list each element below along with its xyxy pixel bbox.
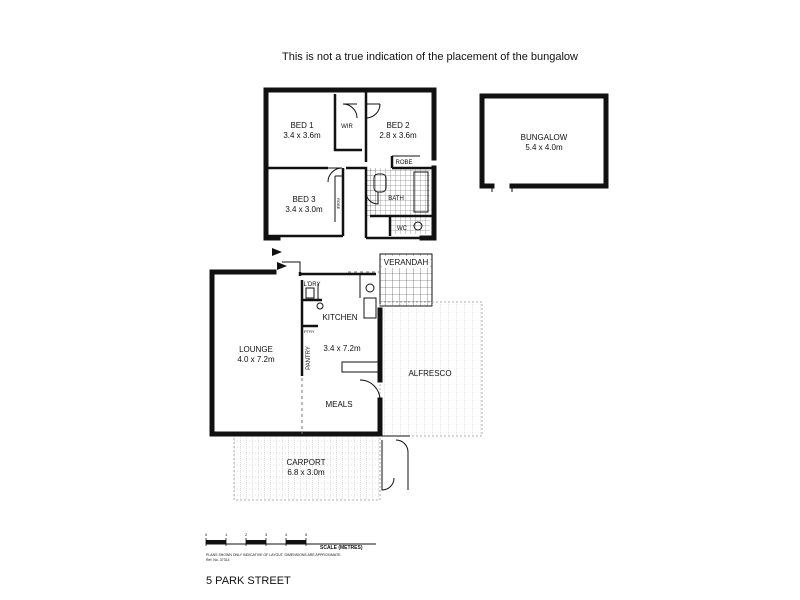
wc-label: WC [397,226,408,232]
bed2-size: 2.8 x 3.6m [379,131,417,140]
carport-area [233,435,381,501]
wc-tiles [390,216,430,234]
ptry-label: PTRY [304,329,315,334]
scale-bar [205,538,376,546]
verandah-label: VERANDAH [384,258,429,267]
robe-strip [366,168,376,216]
lounge-label: LOUNGE [239,345,273,354]
bed1-size: 3.4 x 3.6m [283,131,321,140]
robe-bed2-label: ROBE [395,160,412,166]
pantry-label: PANTRY [306,346,312,370]
bedroom-wing [263,87,437,241]
lounge-size: 4.0 x 7.2m [237,355,275,364]
robe-bed3-label: ROBE [336,198,341,210]
scale-tick-5: 5 [305,532,308,537]
bed3-size: 3.4 x 3.0m [285,205,323,214]
disclaimer: PLANS SHOWN ONLY INDICATIVE OF LAYOUT. D… [206,553,341,557]
scale-tick-1: 1 [225,532,228,537]
property-address: 5 PARK STREET [206,575,291,587]
wir-label: WIR [341,124,353,130]
entry-arrow-2-icon [277,262,287,270]
scale-label: SCALE (METRES) [320,545,363,551]
carport-label: CARPORT [287,458,326,467]
reference-number: Ref. No. 37314 [206,558,230,562]
bungalow-label: BUNGALOW [521,133,568,142]
scale-tick-0: 0 [205,532,208,537]
living-wing [209,261,410,491]
kitchen-size: 3.4 x 7.2m [323,344,361,353]
ldry-label: L'DRY [303,282,320,288]
bungalow-size: 5.4 x 4.0m [525,143,563,152]
meals-label: MEALS [325,400,352,409]
bed1-label: BED 1 [290,121,314,130]
alfresco-label: ALFRESCO [408,369,451,378]
carport-size: 6.8 x 3.0m [287,468,325,477]
bed3-label: BED 3 [292,195,316,204]
bungalow [479,93,609,192]
bed2-label: BED 2 [386,121,410,130]
alfresco-area [379,301,483,437]
scale-tick-4: 4 [285,532,288,537]
scale-tick-2: 2 [245,532,248,537]
bath-label: BATH [388,196,404,202]
kitchen-label: KITCHEN [322,313,357,322]
scale-tick-3: 3 [265,532,268,537]
verandah [379,253,433,307]
entry-arrow-icon [272,248,282,256]
placement-notice: This is not a true indication of the pla… [282,51,578,63]
